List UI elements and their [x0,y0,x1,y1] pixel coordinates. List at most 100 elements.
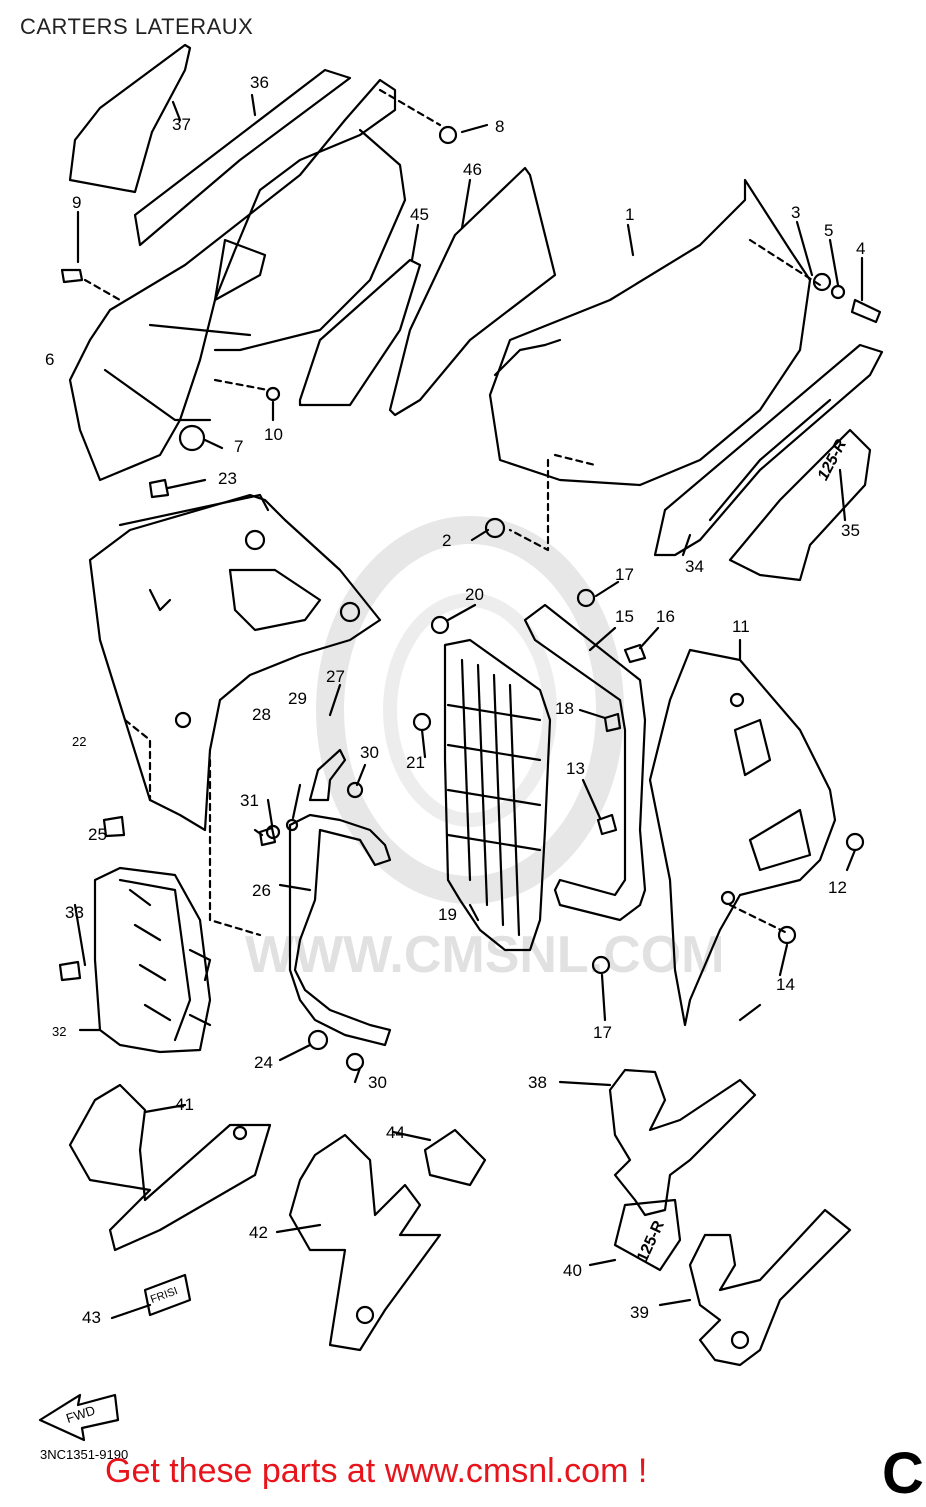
label-3: 3 [791,203,800,222]
nut-21 [412,712,432,732]
panel-46 [388,166,557,417]
label-1: 1 [625,205,634,224]
label-26: 26 [252,881,271,900]
decal-40-text: 125-R [634,1218,668,1265]
side-cover-1 [488,178,812,487]
decal-38 [608,1068,757,1217]
bracket-27 [308,748,347,802]
label-30-bottom: 30 [368,1073,387,1092]
label-34: 34 [685,557,704,576]
watermark-text: WWW.CMSNL.COM [245,926,724,984]
bolt-25 [102,815,126,838]
radiator-frame-15 [523,603,647,922]
label-42: 42 [249,1223,268,1242]
promo-link[interactable]: Get these parts at www.cmsnl.com ! [105,1452,648,1490]
bolt-17-bottom [591,955,611,975]
label-12: 12 [828,878,847,897]
bolt-33 [58,960,82,982]
label-23: 23 [218,469,237,488]
bolt-12 [845,832,865,852]
radiator-guard-32 [93,866,212,1054]
nut-20 [430,615,450,635]
label-37: 37 [172,115,191,134]
label-10: 10 [264,425,283,444]
label-4: 4 [856,239,865,258]
nut-24 [307,1029,329,1051]
label-21: 21 [406,753,425,772]
label-30-top: 30 [360,743,379,762]
label-17-top: 17 [615,565,634,584]
stay-26 [288,813,392,1047]
label-7: 7 [234,437,243,456]
label-44: 44 [386,1123,405,1142]
nut-5 [830,284,846,300]
diagram-title: CARTERS LATERAUX [20,14,254,39]
label-17-bottom: 17 [593,1023,612,1042]
panel-45 [298,258,422,407]
bolt-9 [60,268,84,284]
label-39: 39 [630,1303,649,1322]
pad-18 [603,712,622,733]
label-6: 6 [45,350,54,369]
side-cover-6 [68,78,397,482]
label-15: 15 [615,607,634,626]
label-36: 36 [250,73,269,92]
label-32: 32 [52,1024,66,1039]
nut-30-bottom [345,1052,365,1072]
label-18: 18 [555,699,574,718]
stripe-34 [653,343,884,557]
label-16: 16 [656,607,675,626]
label-27: 27 [326,667,345,686]
label-13: 13 [566,759,585,778]
decal-43-text: FRISI [149,1285,180,1306]
label-25: 25 [88,825,107,844]
label-9: 9 [72,193,81,212]
trim-strip-36 [133,68,352,247]
label-43: 43 [82,1308,101,1327]
decal-40 [613,1198,682,1272]
bolt-14 [777,925,797,945]
clip-13 [596,813,618,836]
label-11: 11 [732,617,750,636]
label-46: 46 [463,160,482,179]
clip-31 [258,826,277,847]
nut-30-top [346,781,364,799]
decal-35 [728,428,872,582]
decal-42 [288,1133,442,1352]
label-8: 8 [495,117,504,136]
label-5: 5 [824,221,833,240]
label-14: 14 [776,975,795,994]
watermark: WWW.CMSNL.COM [245,516,724,984]
label-22: 22 [72,734,86,749]
washer-10 [265,386,281,402]
label-2: 2 [442,531,451,550]
collar-8 [438,125,458,145]
washer-29 [285,818,299,832]
label-40: 40 [563,1261,582,1280]
fwd-arrow [38,1393,120,1442]
grommet-7 [178,424,206,452]
pad-16 [623,643,647,664]
label-35: 35 [841,521,860,540]
collar-2 [484,517,506,539]
bolt-17-top [576,588,596,608]
decal-39 [688,1208,852,1367]
decal-37 [68,43,192,194]
label-28: 28 [252,705,271,724]
label-38: 38 [528,1073,547,1092]
decal-41 [68,1083,272,1252]
label-20: 20 [465,585,484,604]
bolt-4 [850,298,882,324]
diagram-code: 3NC1351-9190 [40,1447,129,1462]
decal-44 [423,1128,487,1187]
radiator-grille-19 [443,638,552,952]
label-29: 29 [288,689,307,708]
bolt-23 [148,478,170,499]
label-45: 45 [410,205,429,224]
label-33: 33 [65,903,84,922]
fwd-text: FWD [64,1403,97,1426]
bolt-28 [265,824,281,840]
label-19: 19 [438,905,457,924]
label-41: 41 [175,1095,194,1114]
